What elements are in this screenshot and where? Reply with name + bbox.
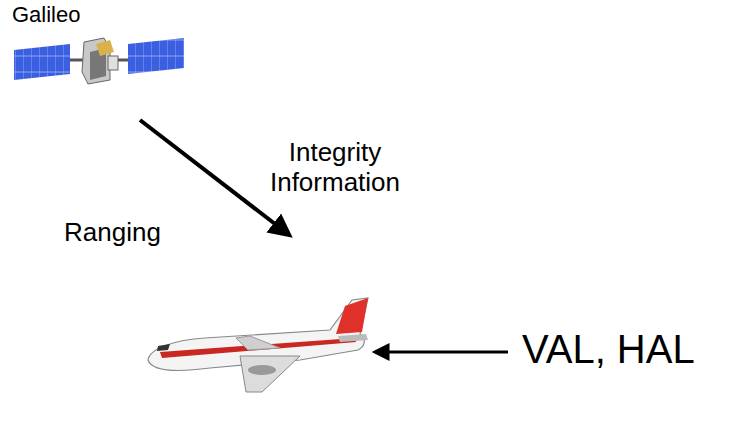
airplane: [148, 298, 368, 392]
signal-label: Ranging: [64, 218, 161, 248]
signal-label: Integrity Information: [252, 138, 418, 198]
signal-arrow: [140, 120, 288, 234]
limits-label: VAL, HAL: [522, 326, 695, 372]
galileo-satellite: [14, 38, 184, 84]
satellite-name: Galileo: [12, 2, 80, 27]
input-arrow: [376, 351, 508, 354]
